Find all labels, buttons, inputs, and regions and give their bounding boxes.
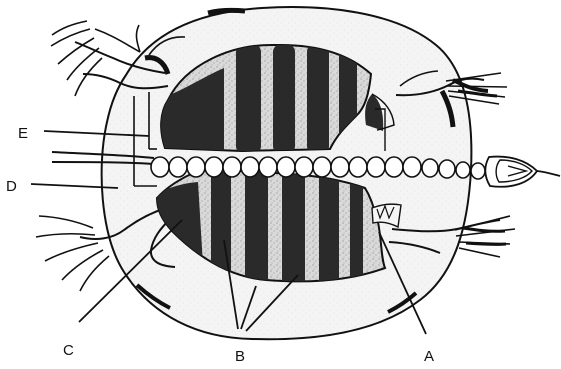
label-a: A <box>424 348 434 365</box>
label-c: C <box>63 342 74 359</box>
vertebrae-row <box>151 157 485 179</box>
label-e: E <box>18 125 28 142</box>
label-b: B <box>235 348 245 365</box>
label-d: D <box>6 178 17 195</box>
